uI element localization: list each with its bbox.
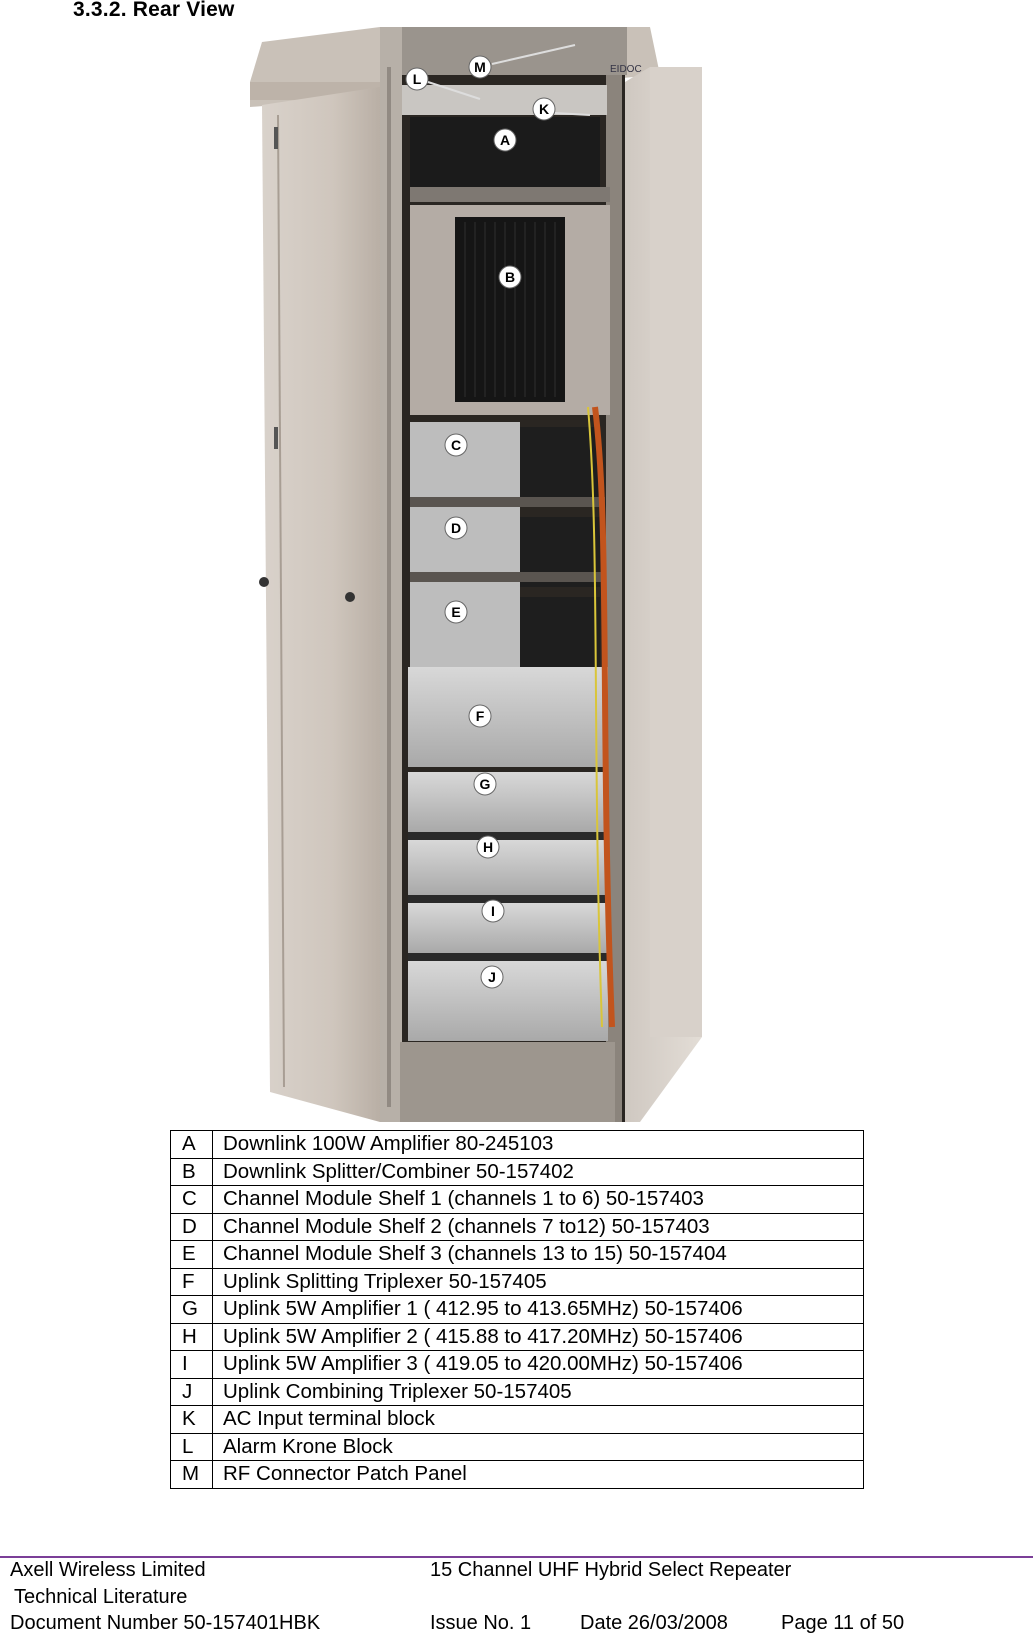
legend-desc: Uplink Combining Triplexer 50-157405 (212, 1377, 864, 1406)
callout-G: G (473, 772, 497, 796)
footer-product: 15 Channel UHF Hybrid Select Repeater (430, 1559, 792, 1581)
footer-date: Date 26/03/2008 (580, 1612, 728, 1634)
svg-text:C: C (451, 437, 461, 453)
legend-key: M (170, 1460, 213, 1489)
legend-key: C (170, 1185, 213, 1214)
legend-desc: Uplink Splitting Triplexer 50-157405 (212, 1267, 864, 1296)
legend-desc: RF Connector Patch Panel (212, 1460, 864, 1489)
legend-key: H (170, 1322, 213, 1351)
svg-text:M: M (474, 59, 486, 75)
legend-desc: Downlink 100W Amplifier 80-245103 (212, 1130, 864, 1159)
legend-key: D (170, 1212, 213, 1241)
legend-key: F (170, 1267, 213, 1296)
panel-brand-label: EIDOC (610, 64, 642, 75)
callout-E: E (444, 600, 468, 624)
svg-text:G: G (480, 776, 491, 792)
legend-desc: Uplink 5W Amplifier 2 ( 415.88 to 417.20… (212, 1322, 864, 1351)
svg-text:K: K (539, 101, 549, 117)
callout-A: A (493, 128, 517, 152)
legend-desc: AC Input terminal block (212, 1405, 864, 1434)
callout-I: I (481, 899, 505, 923)
legend-key: E (170, 1240, 213, 1269)
callout-D: D (444, 516, 468, 540)
svg-text:E: E (451, 604, 460, 620)
legend-desc: Channel Module Shelf 3 (channels 13 to 1… (212, 1240, 864, 1269)
legend-desc: Alarm Krone Block (212, 1432, 864, 1461)
callout-K: K (532, 97, 556, 121)
svg-text:D: D (451, 520, 461, 536)
legend-desc: Channel Module Shelf 2 (channels 7 to12)… (212, 1212, 864, 1241)
legend-key: B (170, 1157, 213, 1186)
legend-key: A (170, 1130, 213, 1159)
callout-H: H (476, 835, 500, 859)
footer-divider (0, 1556, 1033, 1558)
svg-text:A: A (500, 132, 510, 148)
legend-desc: Downlink Splitter/Combiner 50-157402 (212, 1157, 864, 1186)
callout-J: J (480, 965, 504, 989)
callout-M: M (468, 55, 492, 79)
legend-desc: Uplink 5W Amplifier 1 ( 412.95 to 413.65… (212, 1295, 864, 1324)
legend-key: J (170, 1377, 213, 1406)
footer-company: Axell Wireless Limited (10, 1559, 206, 1581)
section-heading: 3.3.2. Rear View (73, 0, 235, 21)
legend-key: I (170, 1350, 213, 1379)
footer-doc-number: Document Number 50-157401HBK (10, 1612, 321, 1634)
svg-text:L: L (413, 71, 422, 87)
svg-text:I: I (491, 903, 495, 919)
legend-key: G (170, 1295, 213, 1324)
legend-key: L (170, 1432, 213, 1461)
legend-key: K (170, 1405, 213, 1434)
footer-page-number: Page 11 of 50 (781, 1612, 905, 1634)
footer-issue: Issue No. 1 (430, 1612, 532, 1634)
callout-C: C (444, 433, 468, 457)
rack-rear-photo: EIDOC M L K A B C D E F G H (250, 27, 702, 1122)
callout-F: F (468, 704, 492, 728)
svg-text:B: B (505, 269, 515, 285)
callout-L: L (405, 67, 429, 91)
svg-text:F: F (476, 708, 485, 724)
svg-text:J: J (488, 969, 496, 985)
footer-dept: Technical Literature (14, 1586, 188, 1608)
legend-desc: Uplink 5W Amplifier 3 ( 419.05 to 420.00… (212, 1350, 864, 1379)
svg-text:H: H (483, 839, 493, 855)
legend-desc: Channel Module Shelf 1 (channels 1 to 6)… (212, 1185, 864, 1214)
callout-B: B (498, 265, 522, 289)
